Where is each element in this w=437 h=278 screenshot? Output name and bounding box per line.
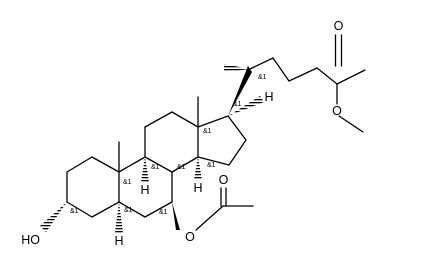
- stereo-label-c13: &1: [203, 128, 212, 135]
- stereo-label-c20: &1: [258, 74, 267, 81]
- stereo-label-c10: &1: [123, 179, 132, 186]
- hydroxyl-label: HO: [21, 233, 40, 247]
- h-c17-label: H: [264, 90, 273, 104]
- h-c9-label: H: [140, 183, 149, 197]
- stereo-bonds: [40, 64, 264, 233]
- bonds: [66, 34, 366, 231]
- stereo-label-c5: &1: [124, 207, 133, 214]
- acetate-carbonyl-oxygen-label: O: [219, 173, 229, 187]
- h-c5-label: H: [114, 234, 123, 248]
- stereo-label-c17: &1: [233, 101, 242, 108]
- ester-oxygen-label: O: [332, 104, 342, 118]
- h-c14-label: H: [193, 181, 202, 195]
- stereo-label-c14: &1: [207, 162, 216, 169]
- stereo-label-c3: &1: [70, 208, 79, 215]
- carbonyl-oxygen-label: O: [334, 19, 344, 33]
- acetate-ester-oxygen-label: O: [185, 230, 195, 244]
- stereo-label-c8: &1: [177, 164, 186, 171]
- atom-labels: O O O O HO H H H H: [21, 19, 343, 248]
- stereo-label-c9: &1: [151, 164, 160, 171]
- stereo-descriptors: &1 &1 &1 &1 &1 &1 &1 &1 &1 &1: [70, 74, 267, 216]
- stereo-label-c7: &1: [159, 209, 168, 216]
